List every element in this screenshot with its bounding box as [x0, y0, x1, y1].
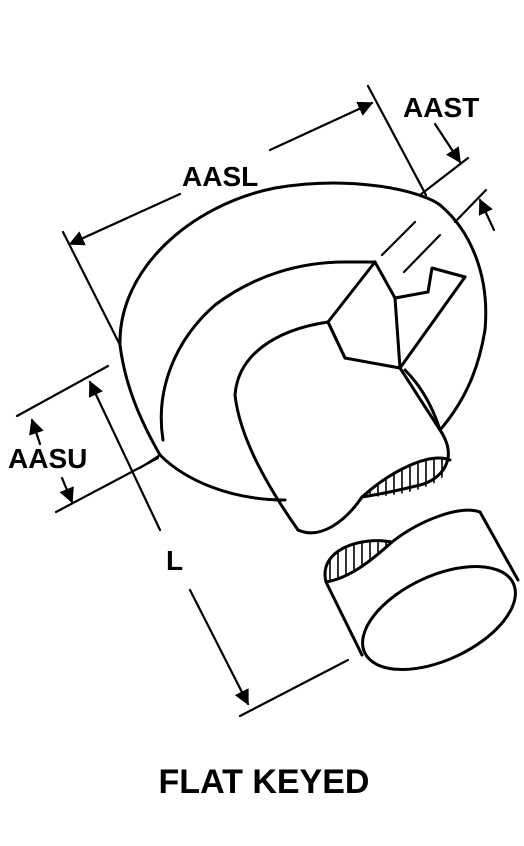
- head-flange: [118, 181, 488, 502]
- drawing-caption: FLAT KEYED: [159, 763, 370, 801]
- aasu-label: AASU: [8, 443, 87, 474]
- aasu-dimension: AASU: [8, 364, 162, 514]
- aast-dimension: AAST: [403, 92, 496, 232]
- aast-label: AAST: [403, 92, 479, 123]
- l-label: L: [166, 545, 183, 576]
- key-slot: [326, 220, 467, 370]
- shank-lower: [323, 508, 520, 671]
- l-dimension: L: [88, 380, 350, 718]
- aasl-dimension: AASL: [61, 84, 428, 347]
- aasl-label: AASL: [182, 161, 258, 192]
